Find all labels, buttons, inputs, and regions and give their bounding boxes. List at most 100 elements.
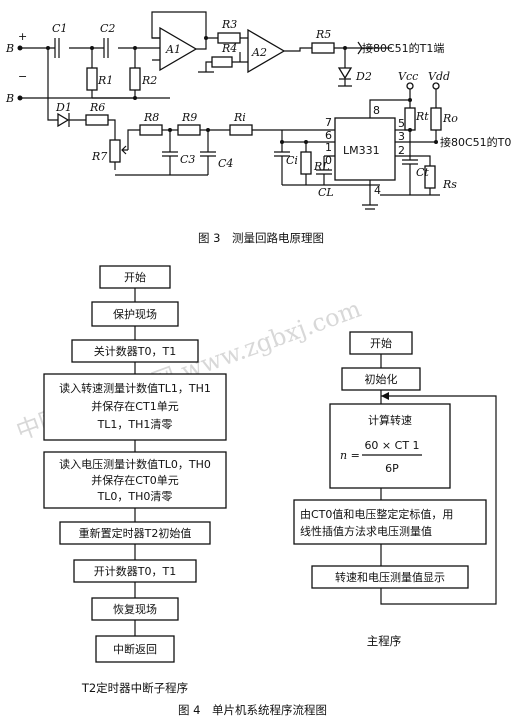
label-a1: A1 (165, 43, 181, 56)
resistor-r6 (85, 114, 109, 126)
label-pin-0: 0 (325, 154, 332, 167)
junction-ci (280, 140, 284, 144)
isr-step-return: 中断返回 (113, 642, 157, 656)
main-calibration-box (293, 499, 487, 545)
resistor-r4 (211, 56, 233, 68)
ground-r4 (198, 61, 214, 73)
capacitor-cl (316, 155, 335, 185)
junction-d1-top (46, 46, 50, 50)
isr-step-restore: 恢复现场 (113, 602, 157, 616)
isr-step-read-speed: 读入转速测量计数值TL1，TH1 (59, 381, 211, 395)
label-rs: Rs (442, 178, 457, 191)
isr-restore-box (91, 597, 179, 621)
resistor-rl (300, 151, 312, 175)
main-speed-box (329, 403, 451, 489)
opamp-a2 (247, 28, 286, 74)
terminal-vdd (432, 82, 440, 90)
isr-step-save: 保护现场 (113, 307, 157, 321)
formula-denominator: 6P (385, 462, 399, 475)
label-ci: Ci (286, 154, 298, 167)
capacitor-c2 (103, 38, 109, 58)
terminal-b-plus (17, 45, 23, 51)
main-flowchart: 开始 初始化 计算转速 n = 60 × CT 1 6P 由CT0值和电压整定定… (293, 331, 497, 605)
resistor-rs (424, 165, 436, 189)
label-ri: Ri (233, 111, 246, 124)
resistor-rt (404, 107, 416, 131)
capacitor-c4 (200, 130, 216, 175)
capacitor-c1 (54, 38, 60, 58)
label-r8: R8 (143, 111, 159, 124)
capacitor-ct (402, 146, 418, 195)
label-t0-connection: 接80C51的T0 (440, 135, 511, 149)
junction-pin5 (408, 128, 412, 132)
label-cl: CL (318, 186, 334, 199)
label-r5: R5 (315, 28, 331, 41)
label-ro: Ro (442, 112, 458, 125)
label-r7: R7 (91, 150, 107, 163)
circuit-labels: B + B − C1 C2 R1 R2 A1 R3 A2 R4 R5 接80C5… (5, 18, 511, 199)
formula-numerator: 60 × CT 1 (364, 439, 419, 452)
junction-d2 (343, 46, 347, 50)
label-r6: R6 (89, 101, 105, 114)
main-step-start: 开始 (370, 336, 392, 350)
isr-flowchart: 开始 保护现场 关计数器T0，T1 读入转速测量计数值TL1，TH1 并保存在C… (43, 265, 227, 663)
junction-r2 (133, 46, 137, 50)
label-r4: R4 (221, 42, 237, 55)
isr-read-voltage-box (43, 451, 227, 509)
label-r1: R1 (97, 74, 113, 87)
resistor-r9 (177, 124, 201, 136)
label-minus-sign: − (18, 70, 27, 83)
label-c2: C2 (100, 22, 115, 35)
label-d2: D2 (355, 70, 372, 83)
main-step-calibration-line1: 由CT0值和电压整定定标值，用 (300, 507, 453, 521)
wire-a1-feedback (151, 11, 207, 50)
isr-step-start-counter: 开计数器T0，T1 (94, 565, 176, 578)
resistor-ri (229, 124, 253, 136)
isr-step-clear-t1: TL1，TH1清零 (97, 418, 173, 431)
terminal-vcc (406, 82, 414, 90)
label-pin-3: 3 (398, 130, 405, 143)
chip-lm331 (334, 117, 396, 181)
isr-return-box (95, 635, 175, 663)
isr-stop-counter-box (71, 339, 199, 363)
diode-d2 (337, 67, 353, 80)
resistor-r1 (86, 67, 98, 91)
main-program-label: 主程序 (367, 634, 402, 648)
label-pin-7: 7 (325, 116, 332, 129)
label-r2: R2 (141, 74, 157, 87)
isr-step-clear-t0: TL0，TH0清零 (97, 490, 173, 503)
wire-pin8 (369, 99, 410, 118)
isr-step-reset-timer: 重新置定时器T2初始值 (79, 526, 192, 540)
label-ct: Ct (416, 166, 429, 179)
label-r3: R3 (221, 18, 237, 31)
resistor-r3 (217, 32, 241, 44)
isr-label: T2定时器中断子程序 (81, 681, 188, 695)
resistor-r7 (109, 139, 121, 163)
isr-step-save-ct0: 并保存在CT0单元 (91, 473, 178, 487)
label-d1: D1 (55, 101, 72, 114)
resistor-r8 (139, 124, 163, 136)
isr-read-speed-box (43, 373, 227, 441)
wire-a2-minus (232, 52, 248, 63)
main-init-box (341, 367, 421, 391)
label-c4: C4 (218, 157, 233, 170)
main-display-box (311, 565, 469, 589)
main-loop-arrow (381, 392, 389, 400)
wiper-r7 (121, 129, 140, 155)
main-step-display: 转速和电压测量值显示 (335, 570, 445, 584)
main-step-compute-speed: 计算转速 (368, 413, 412, 427)
label-pin-4: 4 (374, 184, 381, 197)
wire-d1-r6 (68, 113, 116, 140)
label-c3: C3 (180, 153, 195, 166)
junction-c3 (168, 128, 172, 132)
junction-pin3 (434, 140, 438, 144)
isr-step-save-ct1: 并保存在CT1单元 (91, 399, 178, 413)
formula-lhs: n = (340, 449, 360, 462)
label-t1-connection: 接80C51的T1端 (362, 41, 444, 55)
wire-pin2 (380, 155, 440, 196)
main-start-box (349, 331, 413, 355)
label-pin-5: 5 (398, 117, 405, 130)
label-vdd: Vdd (428, 70, 450, 83)
label-b-minus: B (5, 92, 14, 105)
label-pin-2: 2 (398, 144, 405, 157)
